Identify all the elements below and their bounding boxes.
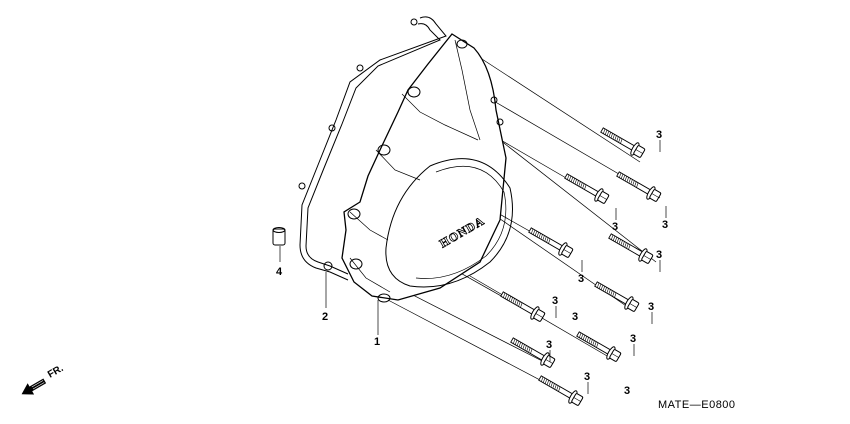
callout-leaders <box>279 140 667 394</box>
callout-3: 3 <box>578 273 584 285</box>
flange-bolt <box>564 173 610 204</box>
flange-bolt <box>528 227 574 258</box>
callout-3: 3 <box>572 311 578 323</box>
callout-3: 3 <box>656 249 662 261</box>
callout-2: 2 <box>322 311 328 323</box>
callout-4: 4 <box>276 266 283 278</box>
callout-3: 3 <box>584 371 590 383</box>
dowel-pin <box>272 227 286 246</box>
callout-3: 3 <box>630 333 636 345</box>
callout-3: 3 <box>624 385 630 397</box>
arrow-icon <box>21 378 47 395</box>
flange-bolt <box>616 171 662 202</box>
flange-bolt <box>608 233 654 264</box>
callout-3: 3 <box>546 339 552 351</box>
flange-bolt <box>600 127 646 158</box>
gasket <box>298 16 447 281</box>
callout-3: 3 <box>552 295 558 307</box>
crankcase-cover: HONDA <box>341 33 513 303</box>
callout-3: 3 <box>662 219 668 231</box>
bolts <box>500 127 662 406</box>
front-direction-indicator: FR. <box>21 363 66 395</box>
callout-3: 3 <box>612 221 618 233</box>
callout-3: 3 <box>648 301 654 313</box>
flange-bolt <box>538 375 584 406</box>
callout-1: 1 <box>374 336 380 348</box>
direction-label: FR. <box>46 363 66 381</box>
flange-bolt <box>594 281 640 312</box>
flange-bolt <box>510 337 556 368</box>
diagram-code: MATE—E0800 <box>658 399 736 411</box>
flange-bolt <box>576 331 622 362</box>
callout-3: 3 <box>656 129 662 141</box>
flange-bolt <box>500 291 546 322</box>
